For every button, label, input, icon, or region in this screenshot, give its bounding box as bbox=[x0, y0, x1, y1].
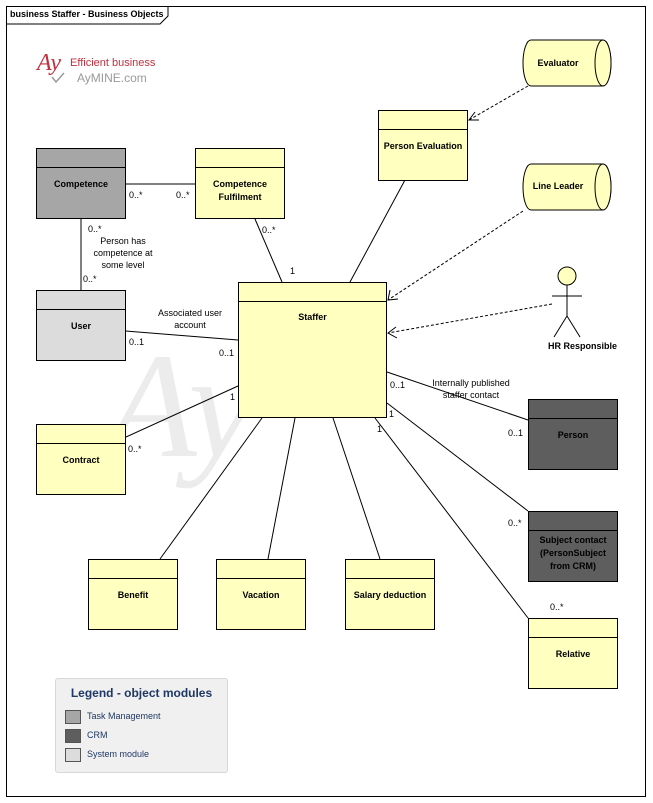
class-header bbox=[529, 619, 617, 638]
association-label: Associated user account bbox=[157, 308, 223, 330]
legend-swatch bbox=[65, 729, 81, 743]
competence-class[interactable]: Competence bbox=[36, 148, 126, 219]
class-header bbox=[37, 291, 125, 310]
class-name: Competence bbox=[53, 179, 108, 189]
legend-swatch bbox=[65, 748, 81, 762]
legend: Legend - object modules Task Management … bbox=[55, 678, 228, 773]
multiplicity-label: 0..* bbox=[176, 190, 190, 200]
multiplicity-label: 0..1 bbox=[508, 428, 524, 438]
class-header bbox=[529, 400, 617, 419]
association-label: Person has competence at some level bbox=[93, 236, 153, 270]
class-name: User bbox=[70, 321, 91, 331]
staffer-class[interactable]: Staffer bbox=[238, 282, 387, 418]
multiplicity-label: 0..* bbox=[83, 274, 97, 284]
diagram-title: business Staffer - Business Objects bbox=[10, 9, 164, 19]
class-header bbox=[529, 512, 617, 531]
class-name: Benefit bbox=[117, 590, 149, 600]
multiplicity-label: 1 bbox=[230, 392, 236, 402]
logo-tagline: Efficient business bbox=[70, 57, 156, 69]
class-header bbox=[346, 560, 434, 579]
multiplicity-label: 1 bbox=[377, 424, 383, 434]
competence-fulfilment-class[interactable]: Competence Fulfilment bbox=[195, 148, 285, 219]
multiplicity-label: 1 bbox=[290, 266, 296, 276]
person-evaluation-class[interactable]: Person Evaluation bbox=[378, 110, 468, 181]
watermark-logo: Ay bbox=[105, 323, 255, 489]
legend-title: Legend - object modules bbox=[70, 686, 213, 700]
class-header bbox=[196, 149, 284, 168]
class-name: Salary deduction bbox=[353, 590, 427, 600]
legend-label: Task Management bbox=[87, 711, 161, 721]
line-leader-label: Line Leader bbox=[532, 181, 584, 191]
class-name: Relative bbox=[555, 649, 591, 659]
class-name: Subject contact (PersonSubject from CRM) bbox=[539, 535, 607, 571]
class-name: Contract bbox=[62, 455, 100, 465]
contract-class[interactable]: Contract bbox=[36, 424, 126, 495]
legend-label: CRM bbox=[87, 730, 108, 740]
legend-swatch bbox=[65, 710, 81, 724]
diagram-frame bbox=[6, 6, 646, 797]
aymine-logo-mark: Ay bbox=[37, 50, 61, 76]
multiplicity-label: 0..* bbox=[550, 602, 564, 612]
benefit-class[interactable]: Benefit bbox=[88, 559, 178, 630]
multiplicity-label: 0..1 bbox=[129, 337, 145, 347]
class-header bbox=[37, 149, 125, 168]
subject-contact-class[interactable]: Subject contact (PersonSubject from CRM) bbox=[528, 511, 618, 582]
class-name: Vacation bbox=[242, 590, 280, 600]
multiplicity-label: 1 bbox=[389, 409, 395, 419]
hr-responsible-label: HR Responsible bbox=[547, 341, 617, 351]
multiplicity-label: 0..* bbox=[88, 224, 102, 234]
class-header bbox=[239, 283, 386, 302]
legend-label: System module bbox=[87, 749, 150, 759]
logo-site: AyMINE.com bbox=[77, 71, 147, 85]
multiplicity-label: 0..1 bbox=[390, 380, 406, 390]
association-label: Internally published staffer contact bbox=[432, 378, 510, 400]
class-name: Staffer bbox=[298, 312, 327, 322]
user-class[interactable]: User bbox=[36, 290, 126, 361]
multiplicity-label: 0..* bbox=[129, 190, 143, 200]
vacation-class[interactable]: Vacation bbox=[216, 559, 306, 630]
multiplicity-label: 0..1 bbox=[219, 348, 235, 358]
multiplicity-label: 0..* bbox=[128, 444, 142, 454]
relative-class[interactable]: Relative bbox=[528, 618, 618, 689]
person-class[interactable]: Person bbox=[528, 399, 618, 470]
class-name: Person Evaluation bbox=[383, 141, 463, 151]
class-header bbox=[217, 560, 305, 579]
class-name: Competence Fulfilment bbox=[212, 179, 267, 202]
salary-deduction-class[interactable]: Salary deduction bbox=[345, 559, 435, 630]
multiplicity-label: 0..* bbox=[262, 225, 276, 235]
multiplicity-label: 0..* bbox=[508, 518, 522, 528]
class-header bbox=[379, 111, 467, 130]
class-name: Person bbox=[557, 430, 589, 440]
class-header bbox=[37, 425, 125, 444]
evaluator-label: Evaluator bbox=[537, 58, 579, 68]
class-header bbox=[89, 560, 177, 579]
